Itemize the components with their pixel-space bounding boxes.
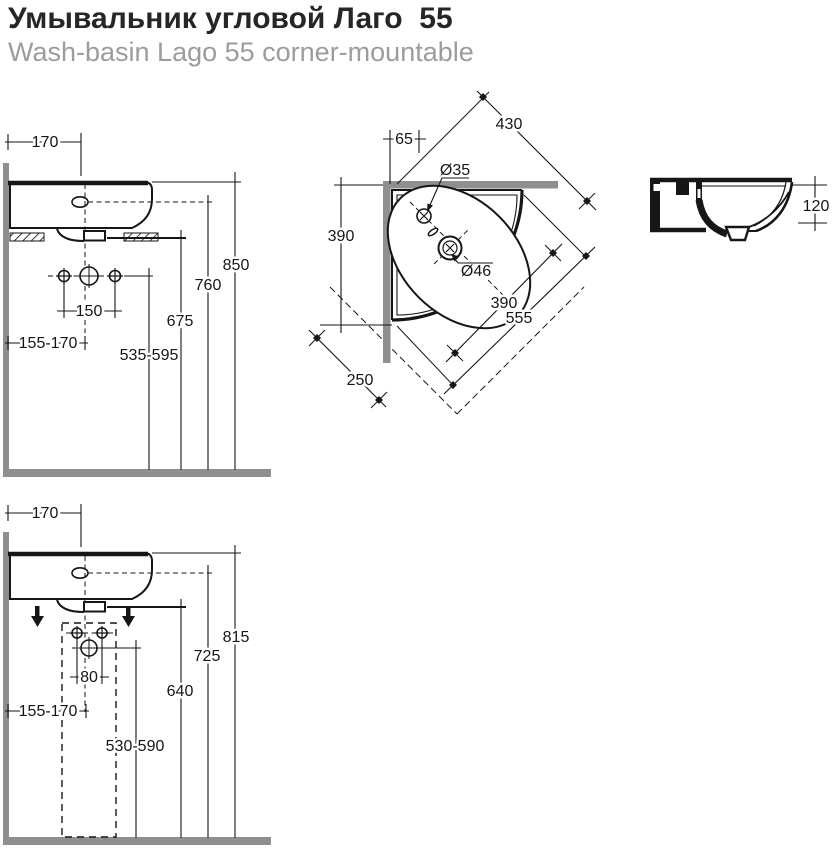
section-notch xyxy=(653,184,661,191)
dim-120: 120 xyxy=(792,176,832,231)
floor-bar xyxy=(3,837,271,845)
dim-170: 170 xyxy=(5,132,82,176)
side-view-top: 170 850 760 675 535-595 xyxy=(3,132,271,477)
section-back-wall xyxy=(650,182,660,232)
down-arrow-left xyxy=(31,606,44,627)
dim-label-390-diag: 390 xyxy=(491,295,518,312)
tap-hole-plan xyxy=(416,208,432,224)
dim-label-120: 120 xyxy=(803,198,830,215)
wall-bar xyxy=(3,532,9,845)
dim-250: 250 xyxy=(308,329,388,409)
basin-plan-edges xyxy=(391,189,522,320)
wall-bar xyxy=(3,163,9,477)
envelope-dashed xyxy=(329,286,585,415)
dim-155-170: 155-170 xyxy=(5,333,88,355)
tap-hole xyxy=(71,566,89,579)
dim-170: 170 xyxy=(5,503,82,547)
section-rim-cut xyxy=(676,182,689,195)
dim-155-170: 155-170 xyxy=(5,701,89,723)
drain-plan xyxy=(437,235,463,261)
dim-label-65: 65 xyxy=(395,131,413,148)
dim-535-595: 535-595 xyxy=(117,268,181,470)
section-view: 120 xyxy=(650,176,832,242)
dim-label-150: 150 xyxy=(76,303,103,320)
dim-390-left: 390 xyxy=(320,177,392,333)
dim-555: 555 xyxy=(396,194,596,395)
dim-150: 150 xyxy=(57,284,122,323)
pedestal-outline-dashed xyxy=(61,622,117,838)
dim-label-d46: Ø46 xyxy=(461,263,491,280)
dim-850: 850 xyxy=(220,172,252,470)
dim-label-760: 760 xyxy=(195,277,222,294)
mounting-holes xyxy=(66,626,113,659)
tap-hole xyxy=(71,196,89,209)
drain-outlet xyxy=(83,601,106,613)
dim-675: 675 xyxy=(164,230,196,470)
trap-curve xyxy=(56,599,85,613)
dim-label-250: 250 xyxy=(347,372,374,389)
dim-label-430: 430 xyxy=(496,116,523,133)
dim-label-170: 170 xyxy=(32,505,59,522)
trap-curve xyxy=(56,228,85,242)
wall-bar-horizontal xyxy=(383,181,558,189)
dim-label-675: 675 xyxy=(167,313,194,330)
dim-815: 815 xyxy=(220,545,252,838)
dim-label-d35: Ø35 xyxy=(440,162,470,179)
section-bowl-back-curve xyxy=(695,199,729,238)
plan-view: 430 65 Ø35 390 Ø46 xyxy=(308,90,597,415)
wall-bar-vertical xyxy=(383,181,391,363)
callout-d46: Ø46 xyxy=(451,254,494,283)
drain-outlet xyxy=(83,230,106,242)
section-overflow-slot xyxy=(697,189,701,198)
section-drain xyxy=(724,225,751,242)
dim-760: 760 xyxy=(192,195,224,470)
section-outer-front xyxy=(755,181,794,233)
floor-bar xyxy=(3,469,271,477)
down-arrow-right xyxy=(122,606,135,627)
dim-label-815: 815 xyxy=(223,629,250,646)
mounting-holes xyxy=(48,264,132,288)
dim-390-diagonal: 390 xyxy=(445,243,563,363)
arrowhead xyxy=(451,254,460,262)
dim-label-155-170: 155-170 xyxy=(19,335,78,352)
dim-530-590: 530-590 xyxy=(103,640,167,838)
dim-label-850: 850 xyxy=(223,257,250,274)
dim-label-535-595: 535-595 xyxy=(120,347,179,364)
overflow-slot xyxy=(427,227,439,237)
side-view-bottom: 170 815 725 640 530-590 xyxy=(3,503,271,845)
dim-80: 80 xyxy=(70,640,109,689)
dim-65: 65 xyxy=(383,129,426,184)
dim-label-555: 555 xyxy=(506,310,533,327)
page-title: Умывальник угловой Лаго 55 xyxy=(8,2,453,35)
dim-label-155-170: 155-170 xyxy=(19,703,78,720)
section-inner-front xyxy=(753,181,787,227)
dim-label-530-590: 530-590 xyxy=(106,738,165,755)
dim-label-725: 725 xyxy=(194,648,221,665)
arrowhead xyxy=(427,203,433,212)
dim-label-640: 640 xyxy=(167,683,194,700)
hatch-left xyxy=(9,232,45,242)
page-subtitle: Wash-basin Lago 55 corner-mountable xyxy=(8,37,474,67)
dim-label-170: 170 xyxy=(32,134,59,151)
dim-430: 430 xyxy=(396,90,597,211)
datasheet-header: Умывальник угловой Лаго 55 Wash-basin La… xyxy=(8,0,474,67)
dim-725: 725 xyxy=(191,565,223,838)
dim-label-80: 80 xyxy=(80,669,98,686)
dim-label-390-left: 390 xyxy=(328,228,355,245)
dim-640: 640 xyxy=(164,599,196,838)
callout-d35: Ø35 xyxy=(427,160,473,212)
